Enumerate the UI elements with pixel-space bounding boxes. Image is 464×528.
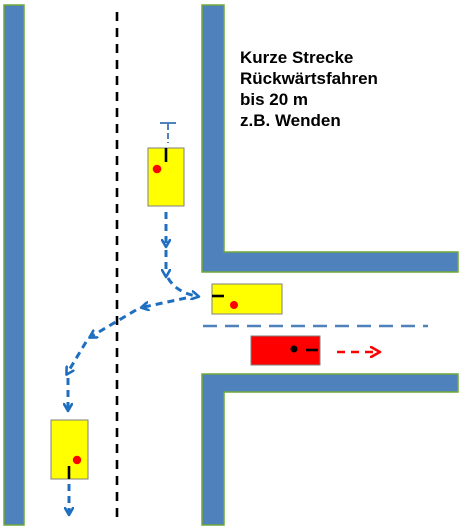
left-curb: [3, 4, 25, 526]
yellow-car-end: [50, 419, 89, 480]
yellow-car-side-road: [211, 283, 283, 315]
caption: Kurze Strecke Rückwärtsfahren bis 20 m z…: [240, 47, 378, 131]
yellow-car-start: [147, 147, 185, 207]
reverse-path-arrow-3: [166, 277, 196, 296]
exit-path-arrow-1: [144, 296, 187, 307]
lower-right-curb: [201, 373, 459, 526]
exit-path-arrow-2: [92, 308, 137, 336]
caption-line-2: Rückwärtsfahren: [240, 69, 378, 88]
caption-line-1: Kurze Strecke: [240, 48, 354, 67]
upper-right-curb: [201, 4, 459, 273]
caption-line-3: bis 20 m: [240, 90, 309, 109]
exit-path-arrow-3: [68, 341, 88, 372]
red-car: [250, 335, 321, 366]
forward-indicator-icon: [160, 122, 176, 143]
caption-line-4: z.B. Wenden: [240, 111, 341, 130]
